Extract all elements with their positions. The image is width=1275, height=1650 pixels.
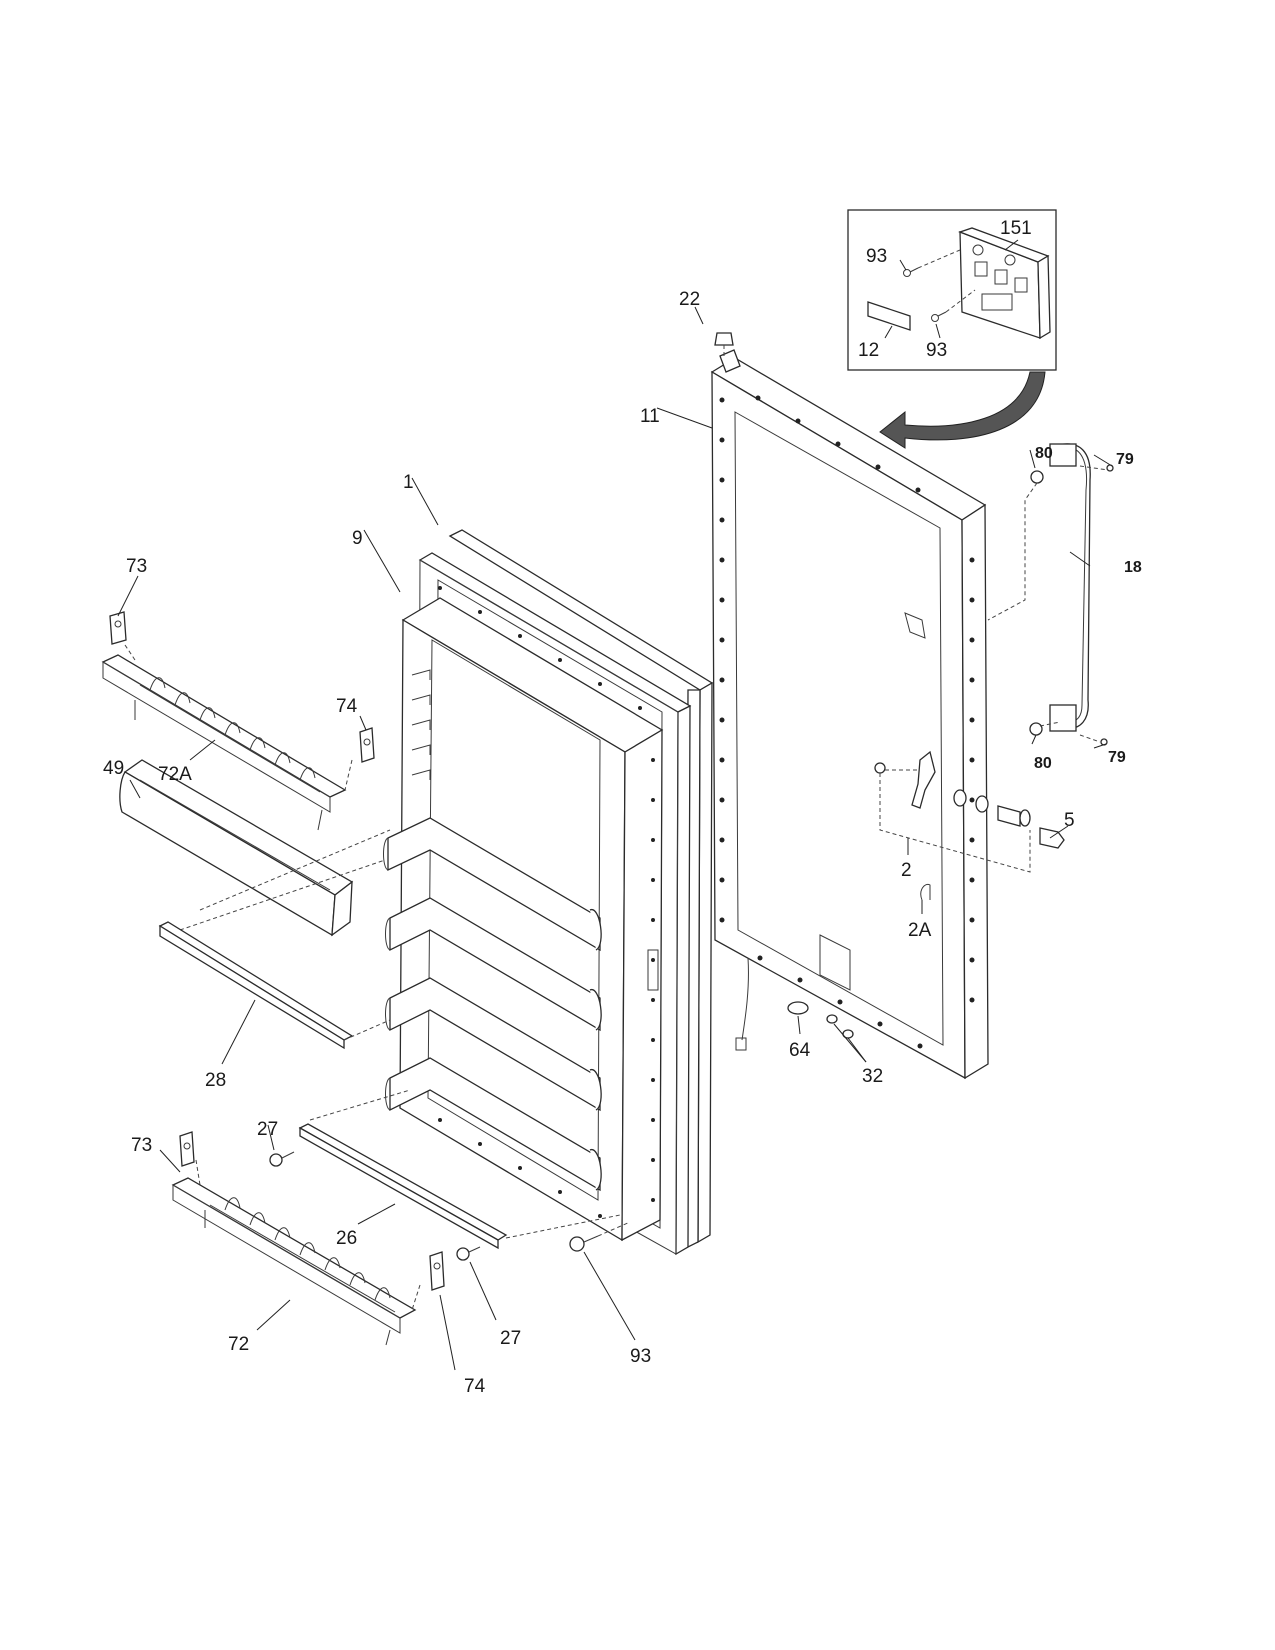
label-27-left: 27 bbox=[257, 1119, 278, 1140]
label-32: 32 bbox=[862, 1066, 883, 1087]
door-rivet-holes bbox=[719, 395, 975, 1049]
label-1: 1 bbox=[403, 472, 414, 493]
shelf-clip-part bbox=[109, 611, 136, 661]
label-27-right: 27 bbox=[500, 1328, 521, 1349]
screw-icon bbox=[1100, 738, 1108, 746]
label-73-bottom: 73 bbox=[131, 1135, 152, 1156]
label-9: 9 bbox=[352, 528, 363, 549]
label-26: 26 bbox=[336, 1228, 357, 1249]
label-2a: 2A bbox=[908, 920, 932, 941]
label-22: 22 bbox=[679, 289, 700, 310]
inset-detail: 151 93 12 93 bbox=[847, 209, 1057, 371]
screw-icon bbox=[1030, 470, 1044, 484]
shelf-clip-part bbox=[411, 1251, 445, 1311]
label-93-inset-top: 93 bbox=[866, 246, 887, 267]
screw-icon bbox=[903, 267, 919, 277]
label-72a: 72A bbox=[158, 764, 192, 785]
label-12: 12 bbox=[858, 340, 879, 361]
label-73-top: 73 bbox=[126, 556, 147, 577]
wire-shelf-bottom bbox=[171, 1177, 417, 1346]
label-79-bottom: 79 bbox=[1108, 749, 1126, 766]
screw-icon bbox=[456, 1246, 481, 1261]
screw-icon bbox=[931, 311, 947, 322]
label-151: 151 bbox=[1000, 218, 1032, 239]
label-18: 18 bbox=[1124, 559, 1142, 576]
hinge-cap-part bbox=[714, 332, 734, 356]
shelf-rail-part bbox=[298, 1089, 621, 1250]
label-80-bottom: 80 bbox=[1034, 755, 1052, 772]
label-93-inset-bottom: 93 bbox=[926, 340, 947, 361]
shelf-rail-part bbox=[158, 921, 391, 1050]
door-bin-part bbox=[119, 759, 354, 937]
screw-icon bbox=[269, 1151, 295, 1167]
label-decal-part bbox=[867, 301, 911, 331]
label-79-top: 79 bbox=[1116, 451, 1134, 468]
label-49: 49 bbox=[103, 758, 124, 779]
liner-shelves bbox=[383, 817, 659, 1192]
door-handle bbox=[987, 443, 1114, 746]
bottom-parts bbox=[787, 1001, 854, 1039]
label-93-bottom: 93 bbox=[630, 1346, 651, 1367]
label-64: 64 bbox=[789, 1040, 811, 1061]
label-11: 11 bbox=[640, 406, 660, 427]
outer-door-panel bbox=[710, 349, 989, 1080]
shelf-clip-part bbox=[179, 1131, 201, 1186]
label-72: 72 bbox=[228, 1334, 249, 1355]
screw-icon bbox=[1029, 722, 1043, 736]
label-80-top: 80 bbox=[1035, 445, 1053, 462]
door-gasket-frame bbox=[417, 552, 692, 1256]
shelf-clip-part bbox=[344, 727, 375, 791]
label-74-bottom: 74 bbox=[464, 1376, 486, 1397]
screw-icon bbox=[569, 1221, 631, 1252]
label-28: 28 bbox=[205, 1070, 226, 1091]
door-liner bbox=[448, 529, 714, 1250]
label-5: 5 bbox=[1064, 810, 1075, 831]
leader-lines bbox=[117, 306, 1113, 1371]
detail-arrow-icon bbox=[879, 371, 1046, 449]
label-2: 2 bbox=[901, 860, 912, 881]
label-74-top: 74 bbox=[336, 696, 358, 717]
control-panel-part bbox=[958, 227, 1051, 340]
